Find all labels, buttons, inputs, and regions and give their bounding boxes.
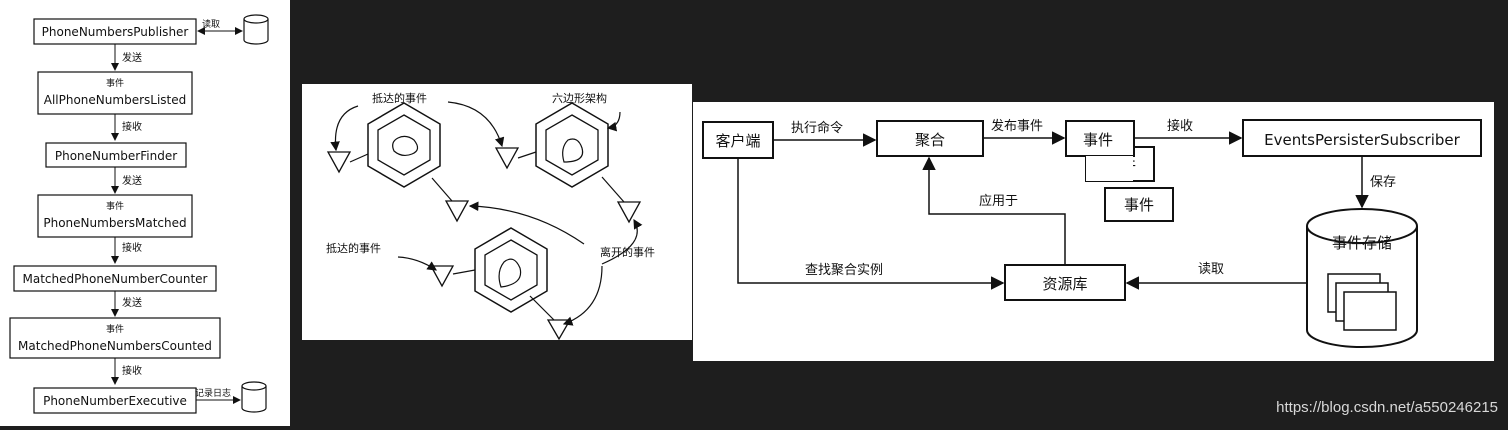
arrow-curve: [447, 101, 505, 148]
svg-text:EventsPersisterSubscriber: EventsPersisterSubscriber: [1264, 131, 1460, 149]
port-triangle: [444, 200, 470, 223]
database-icon: [241, 381, 267, 413]
flow-panel: PhoneNumbersPublisher 读取 发送 事件 AllPhoneN…: [0, 0, 290, 426]
port-triangle: [616, 201, 642, 224]
svg-text:MatchedPhoneNumbersCounted: MatchedPhoneNumbersCounted: [18, 339, 212, 353]
node-all-phone-numbers-listed: 事件 AllPhoneNumbersListed: [37, 71, 193, 115]
client-box: 客户端: [702, 121, 774, 159]
label-publish-event: 发布事件: [991, 118, 1043, 134]
event-store-cylinder: 事件存储: [1306, 208, 1418, 348]
svg-text:事件存储: 事件存储: [1332, 234, 1392, 252]
hexagon-1: [367, 102, 441, 188]
document-icon: [1343, 291, 1397, 331]
label-execute-cmd: 执行命令: [791, 120, 843, 136]
label-read: 读取: [1198, 262, 1224, 277]
svg-text:聚合: 聚合: [915, 131, 945, 149]
node-phone-numbers-publisher: PhoneNumbersPublisher: [33, 18, 197, 45]
label-arriving-events-left: 抵达的事件: [326, 241, 381, 255]
arrow-curve: [601, 218, 643, 265]
svg-text:事件: 事件: [1083, 131, 1113, 149]
flow-diagram: PhoneNumbersPublisher 读取 发送 事件 AllPhoneN…: [9, 14, 269, 414]
arrow-curve: [397, 256, 437, 271]
arrow-curve: [606, 111, 621, 132]
event-sourcing-diagram: 客户端 聚合 事件 事件 事件 EventsPersisterSubscribe…: [702, 118, 1482, 348]
hexagon-diagram: 抵达的事件 六边形架构 抵达的事件 离开的事件: [326, 91, 655, 341]
aggregate-box: 聚合: [876, 120, 984, 157]
edge-label: 接收: [122, 241, 142, 254]
connector: [349, 153, 369, 163]
watermark: https://blog.csdn.net/a550246215: [1276, 399, 1498, 416]
svg-text:资源库: 资源库: [1042, 275, 1087, 293]
connector: [601, 176, 625, 203]
label-apply-to: 应用于: [979, 193, 1018, 209]
arrow-curve: [468, 201, 585, 245]
label-receive: 接收: [1167, 118, 1193, 134]
node-phone-numbers-matched: 事件 PhoneNumbersMatched: [37, 194, 193, 238]
edge-label: 发送: [122, 174, 142, 187]
read-label: 读取: [202, 18, 220, 30]
edge-label: 接收: [122, 364, 142, 377]
connector: [431, 177, 453, 202]
svg-text:AllPhoneNumbersListed: AllPhoneNumbersListed: [44, 93, 186, 107]
svg-text:PhoneNumbersPublisher: PhoneNumbersPublisher: [42, 25, 189, 39]
event-box: 事件: [1065, 120, 1135, 157]
subscriber-box: EventsPersisterSubscriber: [1242, 119, 1482, 157]
svg-text:客户端: 客户端: [715, 132, 760, 150]
node-matched-phone-numbers-counted: 事件 MatchedPhoneNumbersCounted: [9, 317, 221, 359]
svg-text:PhoneNumbersMatched: PhoneNumbersMatched: [43, 216, 186, 230]
database-icon: [243, 14, 269, 45]
edge-label: 发送: [122, 296, 142, 309]
label-find-aggregate: 查找聚合实例: [805, 263, 883, 278]
repository-box: 资源库: [1004, 264, 1126, 301]
svg-text:MatchedPhoneNumberCounter: MatchedPhoneNumberCounter: [23, 272, 208, 286]
svg-text:事件: 事件: [106, 200, 124, 212]
port-triangle: [429, 265, 455, 288]
label-save: 保存: [1370, 175, 1396, 190]
label-leaving-events: 离开的事件: [600, 245, 655, 259]
edge-label: 发送: [122, 51, 142, 64]
svg-text:事件: 事件: [106, 323, 124, 335]
svg-text:PhoneNumberFinder: PhoneNumberFinder: [55, 149, 177, 163]
node-phone-number-executive: PhoneNumberExecutive: [33, 387, 197, 414]
connector: [452, 269, 476, 275]
hexagon-panel: 抵达的事件 六边形架构 抵达的事件 离开的事件: [302, 84, 692, 341]
arrow-find-aggregate: [737, 158, 1005, 290]
connector: [517, 151, 537, 159]
node-phone-number-finder: PhoneNumberFinder: [45, 142, 187, 168]
port-triangle: [494, 147, 520, 170]
svg-text:事件: 事件: [1124, 196, 1154, 214]
log-label: 记录日志: [195, 387, 231, 399]
event-box: 事件: [1104, 187, 1174, 222]
arrow-apply: [922, 156, 1066, 265]
svg-text:事件: 事件: [106, 77, 124, 89]
node-matched-phone-number-counter: MatchedPhoneNumberCounter: [13, 265, 217, 292]
edge-label: 接收: [122, 120, 142, 133]
overlap-mask: [1086, 156, 1133, 181]
port-triangle: [326, 151, 352, 174]
connector: [529, 295, 555, 321]
hexagon-2: [535, 102, 609, 188]
label-hex-architecture: 六边形架构: [552, 91, 607, 105]
svg-text:PhoneNumberExecutive: PhoneNumberExecutive: [43, 394, 187, 408]
label-arriving-events-top: 抵达的事件: [372, 91, 427, 105]
arrow-curve: [330, 105, 359, 152]
hexagon-3: [474, 227, 548, 313]
arrow-curve: [562, 265, 603, 326]
event-sourcing-panel: 客户端 聚合 事件 事件 事件 EventsPersisterSubscribe…: [693, 102, 1494, 361]
